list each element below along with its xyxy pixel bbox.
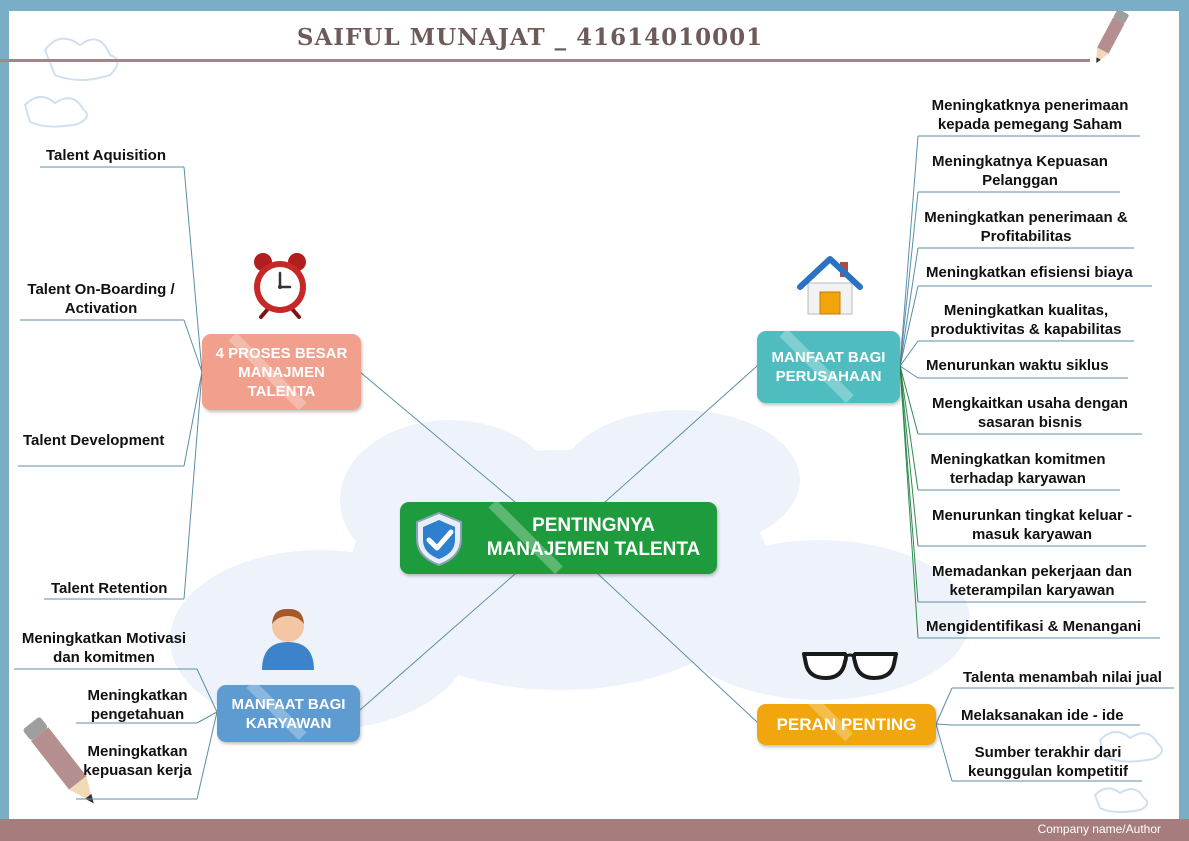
footer-author: Company name/Author — [1037, 822, 1161, 836]
peran-label: PERAN PENTING — [776, 714, 917, 734]
proses-item: Talent Retention — [51, 580, 168, 597]
perusahaan-item: Meningkatkan komitmen terhadap karyawan — [930, 451, 1106, 487]
perusahaan-item: Meningkatknya penerimaan kepada pemegang… — [931, 97, 1129, 133]
house-icon — [797, 256, 863, 315]
peran-item: Talenta menambah nilai jual — [963, 669, 1162, 686]
karyawan-item: Meningkatkan kepuasan kerja — [83, 743, 192, 779]
perusahaan-item: Meningkatkan penerimaan & Profitabilitas — [924, 209, 1128, 245]
perusahaan-item: Mengkaitkan usaha dengan sasaran bisnis — [932, 395, 1128, 431]
center-line-2: MANAJEMEN TALENTA — [486, 539, 701, 560]
perusahaan-item: Menurunkan waktu siklus — [926, 357, 1109, 374]
glasses-icon — [802, 652, 898, 680]
page-title: SAIFUL MUNAJAT _ 41614010001 — [296, 24, 764, 51]
proses-item: Talent Aquisition — [46, 147, 166, 164]
footer-bar: Company name/Author — [0, 819, 1189, 841]
perusahaan-label: MANFAAT BAGI PERUSAHAAN — [771, 349, 886, 385]
perusahaan-item: Meningkatnya Kepuasan Pelanggan — [932, 153, 1108, 189]
peran-item: Melaksanakan ide - ide — [961, 707, 1124, 724]
perusahaan-node[interactable]: MANFAAT BAGI PERUSAHAAN — [757, 331, 900, 403]
proses-node[interactable]: 4 PROSES BESAR MANAJMEN TALENTA — [202, 334, 361, 410]
proses-label: 4 PROSES BESAR MANAJMEN TALENTA — [215, 344, 348, 400]
peran-item: Sumber terakhir dari keunggulan kompetit… — [967, 744, 1128, 780]
proses-item: Talent On-Boarding / Activation — [27, 281, 175, 317]
karyawan-node[interactable]: MANFAAT BAGI KARYAWAN — [217, 685, 360, 742]
karyawan-item: Meningkatkan pengetahuan — [87, 687, 188, 723]
perusahaan-item: Meningkatkan kualitas, produktivitas & k… — [930, 302, 1122, 338]
center-node[interactable]: PENTINGNYA MANAJEMEN TALENTA — [400, 502, 717, 574]
pencil-icon — [1096, 9, 1129, 63]
peran-node[interactable]: PERAN PENTING — [757, 704, 936, 745]
karyawan-label: MANFAAT BAGI KARYAWAN — [231, 695, 346, 732]
shield-check-icon — [416, 511, 462, 567]
perusahaan-item: Menurunkan tingkat keluar - masuk karyaw… — [931, 507, 1133, 543]
person-icon — [262, 608, 314, 670]
perusahaan-item: Meningkatkan efisiensi biaya — [926, 264, 1133, 281]
perusahaan-item: Memadankan pekerjaan dan keterampilan ka… — [931, 563, 1133, 599]
perusahaan-item: Mengidentifikasi & Menangani — [926, 618, 1142, 635]
pencil-icon — [23, 717, 94, 804]
alarm-clock-icon — [254, 253, 306, 319]
proses-item: Talent Development — [23, 432, 165, 449]
karyawan-item: Meningkatkan Motivasi dan komitmen — [21, 630, 187, 666]
center-line-1: PENTINGNYA — [532, 515, 655, 536]
title-rule — [0, 59, 1090, 62]
